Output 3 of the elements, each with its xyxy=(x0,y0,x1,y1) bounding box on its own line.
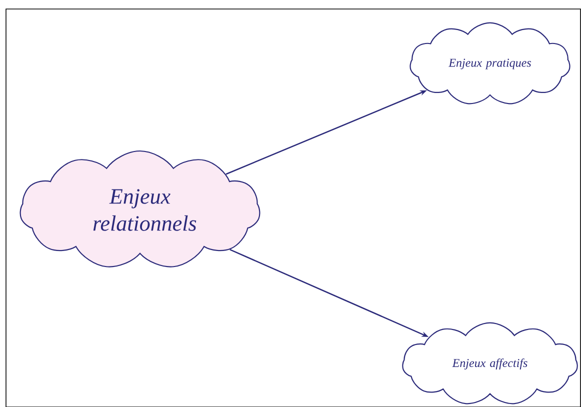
cloud-node: Enjeux affectifs xyxy=(402,322,578,404)
cloud-node: Enjeux pratiques xyxy=(410,22,570,104)
cloud-node: Enjeux relationnels xyxy=(20,150,260,268)
